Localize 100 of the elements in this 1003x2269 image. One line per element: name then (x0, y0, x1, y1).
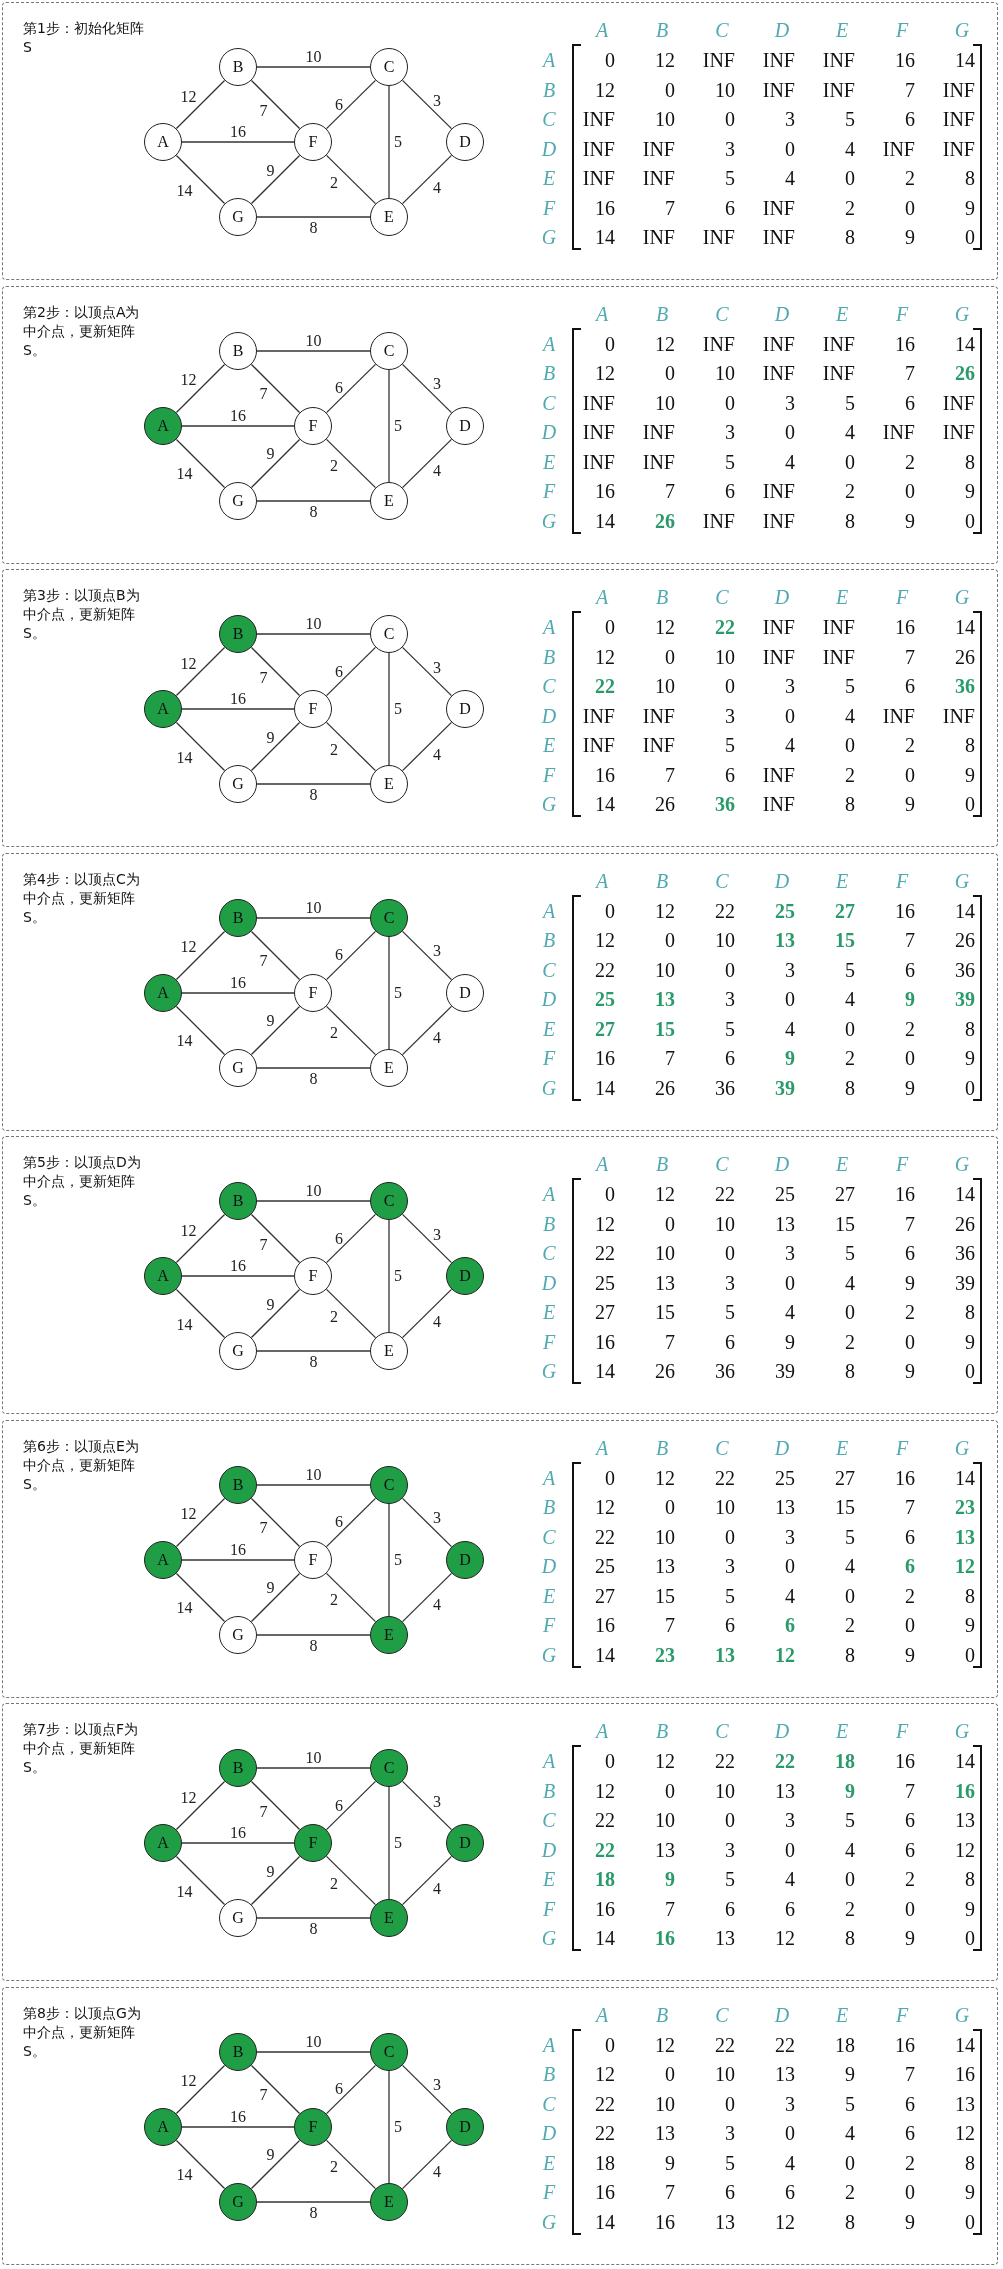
matrix-cell: 13 (775, 1779, 795, 1802)
matrix-cell: 10 (655, 958, 675, 981)
matrix-cell: INF (582, 420, 615, 444)
matrix-cell: 7 (905, 361, 915, 385)
step-panel (2, 1703, 998, 1981)
matrix-cell: 0 (965, 1076, 975, 1099)
matrix-cell: 0 (725, 2092, 735, 2115)
edge-line (388, 1502, 390, 1617)
matrix-cell: 22 (715, 615, 735, 639)
matrix-cell: 6 (905, 1808, 915, 1832)
matrix-cell: 2 (905, 450, 915, 473)
vertex-circle: D (446, 406, 484, 445)
edge-line (175, 930, 226, 980)
edge-line (175, 1288, 226, 1339)
matrix-cell: 4 (785, 166, 795, 190)
matrix-cell: 36 (955, 674, 975, 698)
vertex-circle: F (294, 690, 332, 728)
edge-line (175, 154, 226, 205)
column-header: D (774, 869, 790, 892)
edge-label: 5 (394, 1834, 402, 1852)
column-header: D (774, 585, 790, 609)
edge-line (256, 66, 371, 68)
matrix-cell: 9 (665, 1867, 675, 1891)
matrix-cell: 7 (905, 1779, 915, 1802)
row-header: B (542, 2062, 556, 2086)
matrix-cell: 3 (725, 1271, 735, 1294)
vertex-circle: F (294, 1824, 332, 1862)
column-header: A (595, 1719, 609, 1743)
matrix-cell: 25 (595, 1271, 615, 1294)
matrix-cell: 0 (605, 2033, 615, 2056)
edge-label: 7 (259, 101, 268, 120)
matrix-cell: 0 (785, 1838, 795, 1861)
edge-line (175, 438, 226, 488)
edge-line (256, 1066, 371, 1069)
edge-label: 9 (266, 2146, 275, 2164)
row-header: A (542, 2033, 556, 2056)
matrix-cell: 6 (785, 1897, 795, 1920)
row-header: B (542, 1212, 556, 1235)
edge-line (250, 154, 301, 205)
matrix-cell: 13 (655, 1554, 675, 1578)
vertex-circle: G (219, 1048, 257, 1087)
edge-line (325, 1572, 377, 1622)
edge-label: 7 (259, 952, 268, 970)
matrix-cell: 8 (965, 1300, 975, 1324)
edge-line (175, 2139, 226, 2189)
vertex-circle: A (144, 1257, 182, 1295)
column-header: G (954, 585, 970, 609)
column-header: B (655, 1436, 669, 1459)
matrix-cell: INF (762, 196, 795, 219)
edge-line (181, 1275, 295, 1277)
vertex-circle: A (144, 1540, 182, 1579)
matrix-cell: INF (582, 704, 615, 727)
edge-label: 4 (433, 1596, 441, 1614)
column-header: G (954, 1719, 970, 1743)
matrix-cell: 22 (595, 1808, 615, 1832)
matrix-cell: INF (942, 137, 975, 160)
edge-line (256, 1633, 371, 1636)
matrix-cell: 16 (655, 2210, 675, 2233)
row-header: C (542, 391, 556, 414)
vertex-circle: E (370, 2182, 408, 2221)
matrix-cell: 10 (715, 1779, 735, 1802)
matrix-cell: 5 (725, 2151, 735, 2174)
matrix-cell: INF (582, 733, 615, 757)
row-header: E (542, 450, 556, 473)
matrix-cell: 0 (725, 1241, 735, 1265)
row-header: E (542, 2151, 556, 2174)
edge-line (401, 721, 453, 772)
vertex-circle: A (144, 973, 182, 1012)
column-header: B (655, 1719, 669, 1743)
matrix-cell: 13 (955, 2092, 975, 2115)
edge-line (250, 363, 301, 413)
edge-label: 14 (176, 1315, 193, 1334)
edge-label: 5 (394, 1267, 402, 1285)
matrix-cell: 13 (715, 2210, 735, 2233)
matrix-cell: INF (762, 763, 795, 786)
column-header: E (835, 869, 849, 892)
step-panel (2, 569, 998, 847)
matrix-cell: 16 (595, 1897, 615, 1920)
matrix-cell: 6 (905, 391, 915, 414)
column-header: F (895, 302, 909, 325)
column-header: C (715, 2003, 729, 2026)
matrix-cell: 6 (905, 2092, 915, 2115)
row-header: F (542, 763, 556, 786)
edge-label: 14 (176, 465, 193, 483)
matrix-cell: 4 (845, 987, 855, 1011)
edge-label: 8 (309, 1920, 318, 1938)
matrix-cell: 0 (905, 1330, 915, 1353)
matrix-cell: 16 (895, 2033, 915, 2056)
edge-label: 14 (176, 748, 193, 767)
matrix-cell: 16 (895, 1182, 915, 1206)
matrix-cell: 8 (845, 225, 855, 249)
matrix-cell: 16 (955, 2062, 975, 2086)
matrix-cell: 3 (725, 420, 735, 444)
edge-label: 6 (335, 95, 343, 114)
vertex-circle: B (219, 48, 257, 86)
edge-label: 12 (180, 938, 197, 956)
matrix-cell: 9 (905, 509, 915, 532)
matrix-cell: INF (762, 48, 795, 72)
edge-line (388, 1219, 390, 1333)
row-header: G (541, 225, 557, 249)
